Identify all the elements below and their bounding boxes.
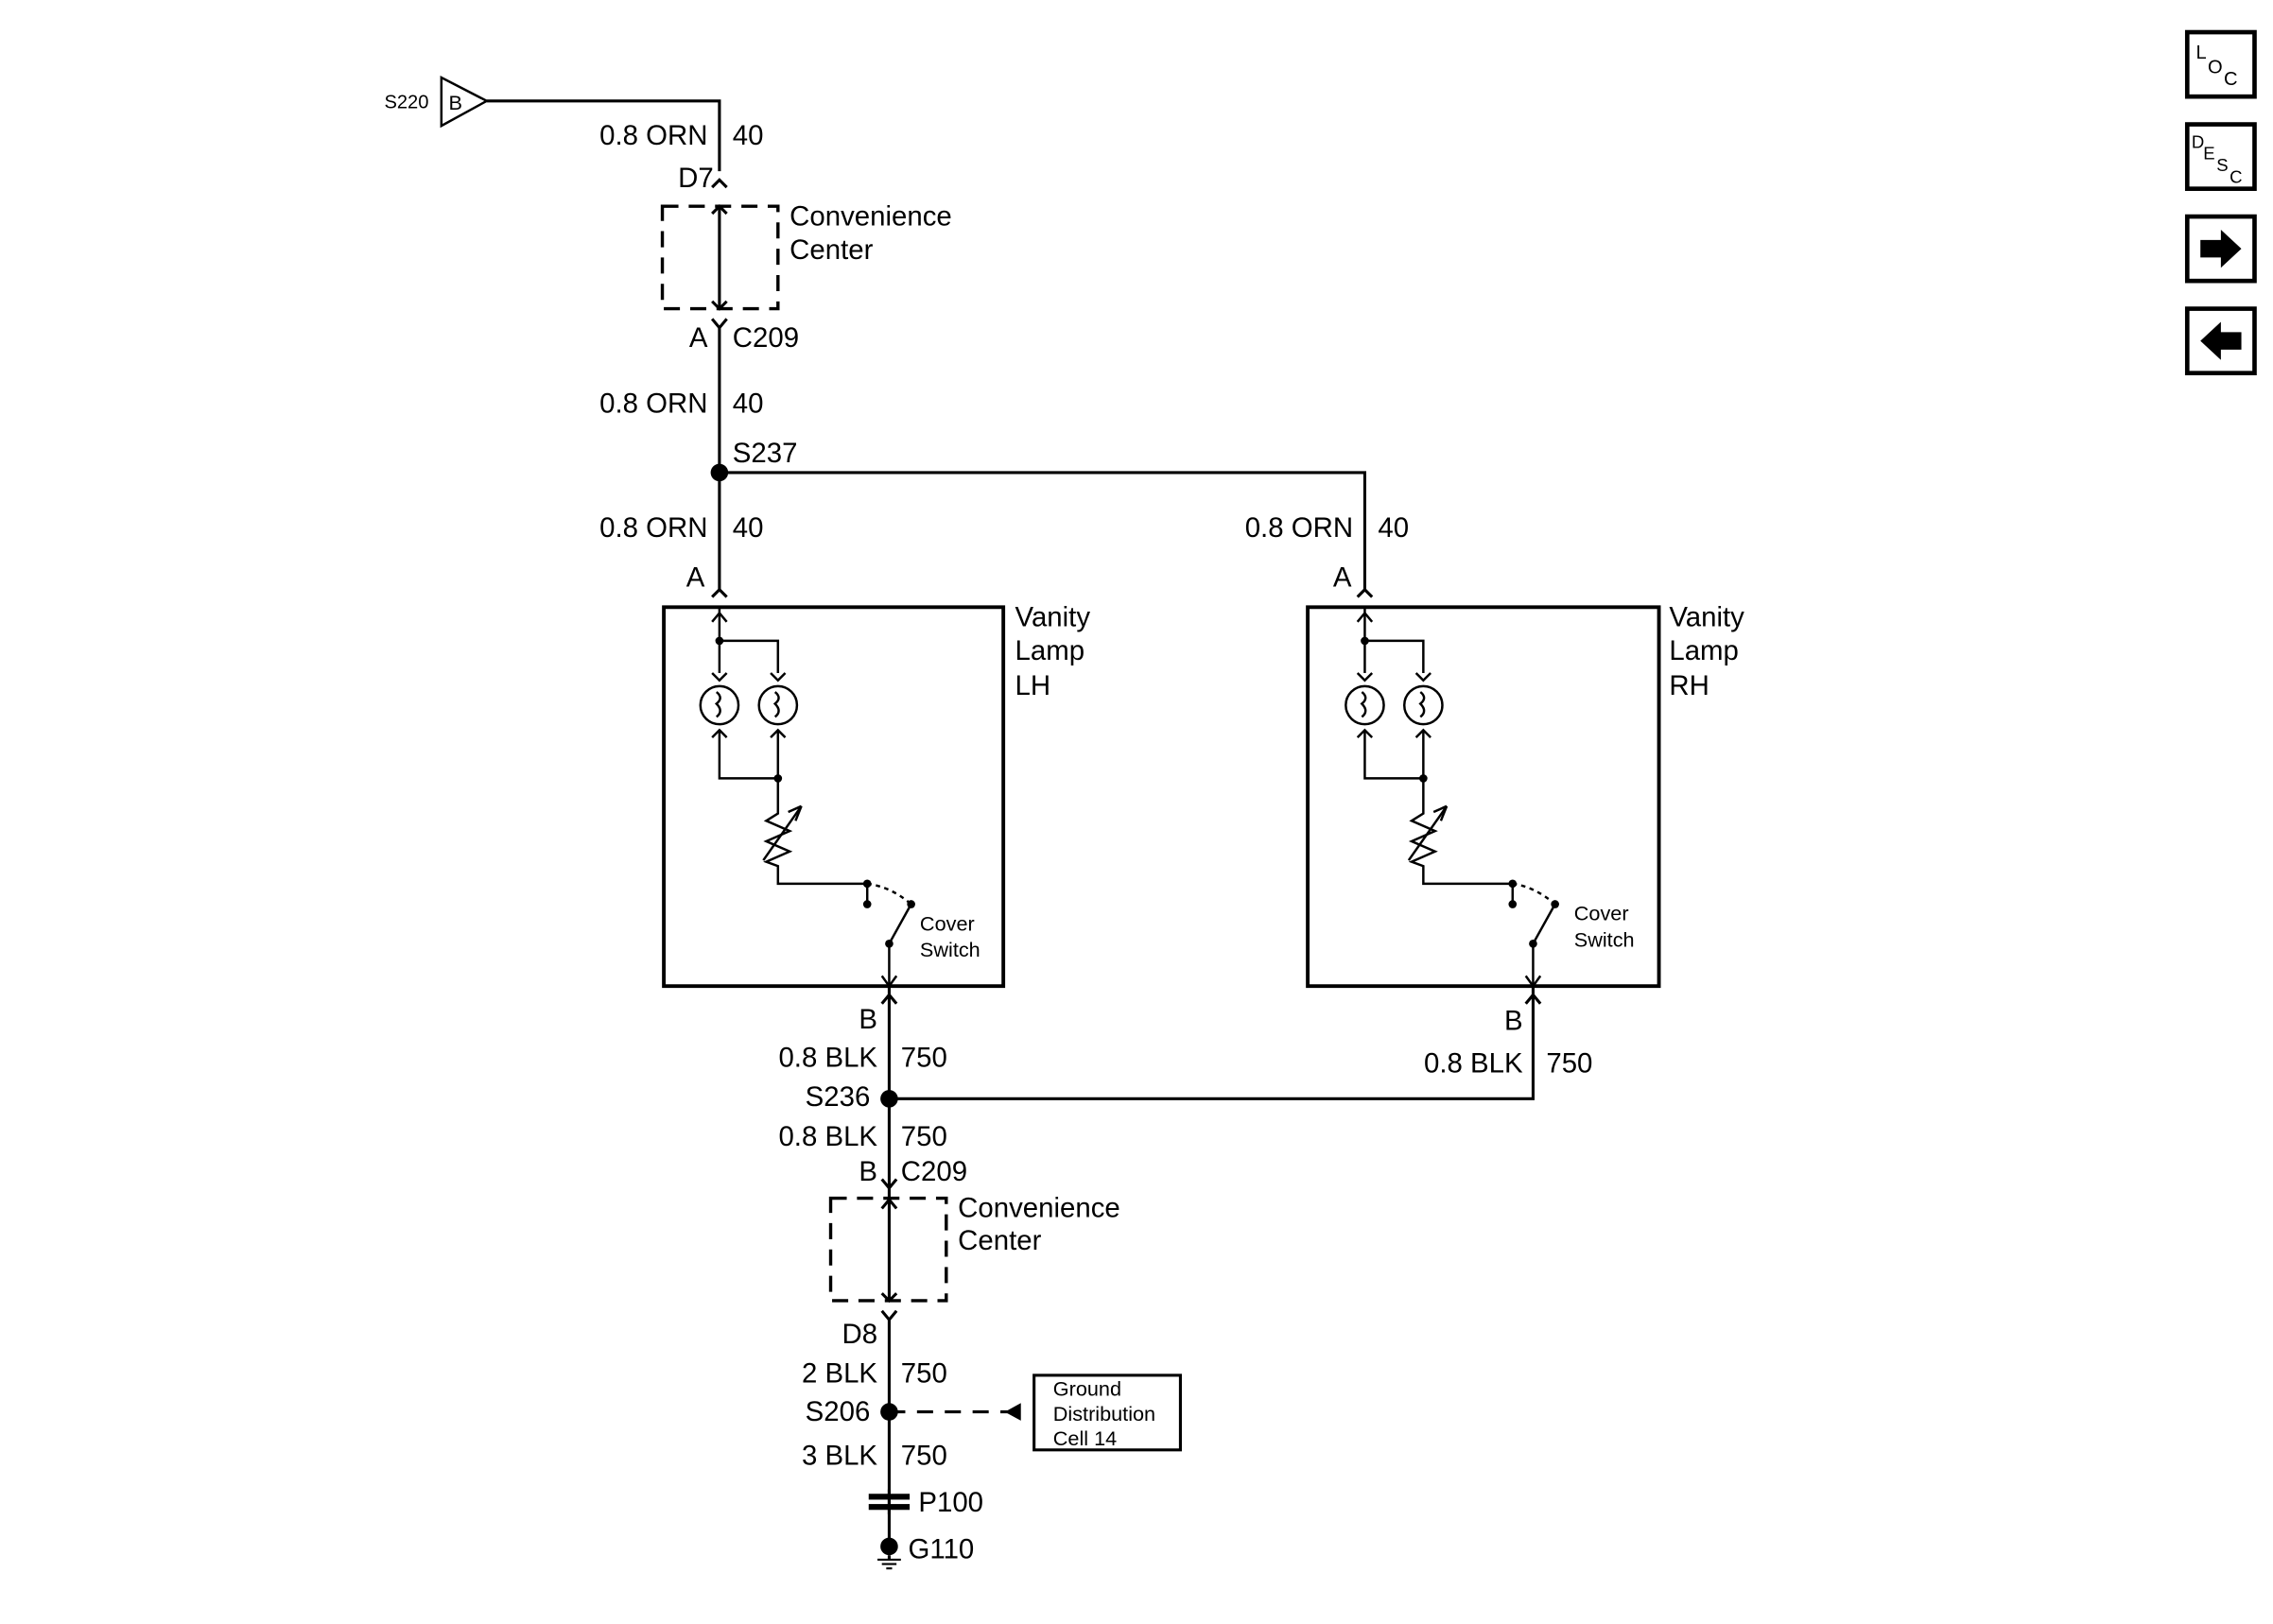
wire-rh-out-circuit: 750 [1546, 1047, 1592, 1079]
vanity-lh-line1: Vanity [1015, 601, 1091, 632]
connector-rh-in: A [1333, 562, 1352, 594]
c209-bot-pin: B [859, 1156, 877, 1187]
svg-text:O: O [2208, 57, 2223, 78]
cover-switch-rh-line1: Cover [1574, 902, 1629, 925]
cover-switch-rh-line2: Switch [1574, 927, 1635, 951]
vanity-rh-line2: Lamp [1669, 635, 1739, 666]
connector-d7: D7 [678, 163, 714, 194]
wire-ground-circuit: 750 [901, 1440, 947, 1471]
arrow-left-icon [2200, 321, 2242, 360]
wire-rh-in-size: 0.8 ORN [1245, 512, 1353, 544]
connector-rh-out: B [1504, 1006, 1523, 1037]
ground-g110 [877, 1537, 901, 1570]
arrow-right-icon [2200, 229, 2242, 268]
cover-switch-lh-line1: Cover [920, 911, 975, 935]
ground-ref-line3: Cell 14 [1053, 1426, 1117, 1450]
loc-button[interactable]: L O C [2184, 29, 2257, 99]
connector-d8: D8 [842, 1319, 877, 1350]
c209-top-pin: A [689, 322, 708, 354]
wire-lh-in-size: 0.8 ORN [599, 512, 707, 544]
convenience-center-bottom [828, 1196, 948, 1303]
source-s220: S220 B [384, 75, 490, 129]
wire-top-size: 0.8 ORN [599, 120, 707, 151]
svg-text:B: B [449, 91, 462, 114]
wire-rh-in-circuit: 40 [1378, 512, 1409, 544]
pass-through-p100 [868, 1489, 911, 1514]
convenience-center-top [660, 204, 780, 311]
splice-s237 [710, 463, 729, 482]
wire-lh-out-size: 0.8 BLK [778, 1042, 877, 1073]
vanity-lamp-rh [1306, 605, 1661, 989]
forward-button[interactable] [2184, 214, 2257, 284]
vanity-rh-line3: RH [1669, 670, 1709, 701]
conv-top-line2: Center [789, 234, 873, 266]
connector-lh-in: A [686, 562, 705, 594]
wire-s236-down-circuit: 750 [901, 1121, 947, 1152]
svg-text:D: D [2192, 131, 2204, 151]
wire-d8-size: 2 BLK [802, 1358, 877, 1390]
cover-switch-lh-line2: Switch [920, 938, 980, 961]
wire-s236-down-size: 0.8 BLK [778, 1121, 877, 1152]
svg-text:E: E [2203, 144, 2214, 164]
ground-ref-line2: Distribution [1053, 1402, 1155, 1425]
svg-text:L: L [2196, 43, 2207, 63]
splice-s237-label: S237 [733, 438, 798, 469]
wire-rh-out-size: 0.8 BLK [1424, 1047, 1523, 1079]
vanity-lamp-lh [662, 605, 1006, 989]
back-button[interactable] [2184, 306, 2257, 375]
c209-bot-label: C209 [901, 1156, 967, 1187]
conv-top-line1: Convenience [789, 200, 952, 232]
wire-mid-size: 0.8 ORN [599, 388, 707, 419]
ground-distribution-ref[interactable] [1032, 1373, 1182, 1452]
conv-bot-line2: Center [958, 1225, 1041, 1256]
wire-mid-circuit: 40 [733, 388, 764, 419]
wire-lh-in-circuit: 40 [733, 512, 764, 544]
splice-s236-label: S236 [806, 1081, 871, 1113]
svg-text:S220: S220 [384, 93, 428, 113]
wire-ground-size: 3 BLK [802, 1440, 877, 1471]
connector-lh-out: B [859, 1004, 877, 1035]
ground-ref-line1: Ground [1053, 1377, 1121, 1401]
wire-lh-out-circuit: 750 [901, 1042, 947, 1073]
vanity-rh-line1: Vanity [1669, 601, 1744, 632]
svg-text:C: C [2230, 166, 2242, 186]
desc-button[interactable]: D E S C [2184, 122, 2257, 191]
pass-through-p100-label: P100 [918, 1487, 983, 1518]
svg-text:C: C [2224, 69, 2238, 90]
svg-text:S: S [2216, 155, 2228, 175]
conv-bot-line1: Convenience [958, 1193, 1120, 1224]
wire-d8-circuit: 750 [901, 1358, 947, 1390]
vanity-lh-line3: LH [1015, 670, 1051, 701]
splice-s206 [880, 1403, 898, 1421]
vanity-lh-line2: Lamp [1015, 635, 1085, 666]
wire-top-circuit: 40 [733, 120, 764, 151]
splice-s236 [880, 1090, 898, 1108]
c209-top-label: C209 [733, 322, 799, 354]
splice-s206-label: S206 [806, 1396, 871, 1427]
ground-g110-label: G110 [909, 1533, 975, 1564]
